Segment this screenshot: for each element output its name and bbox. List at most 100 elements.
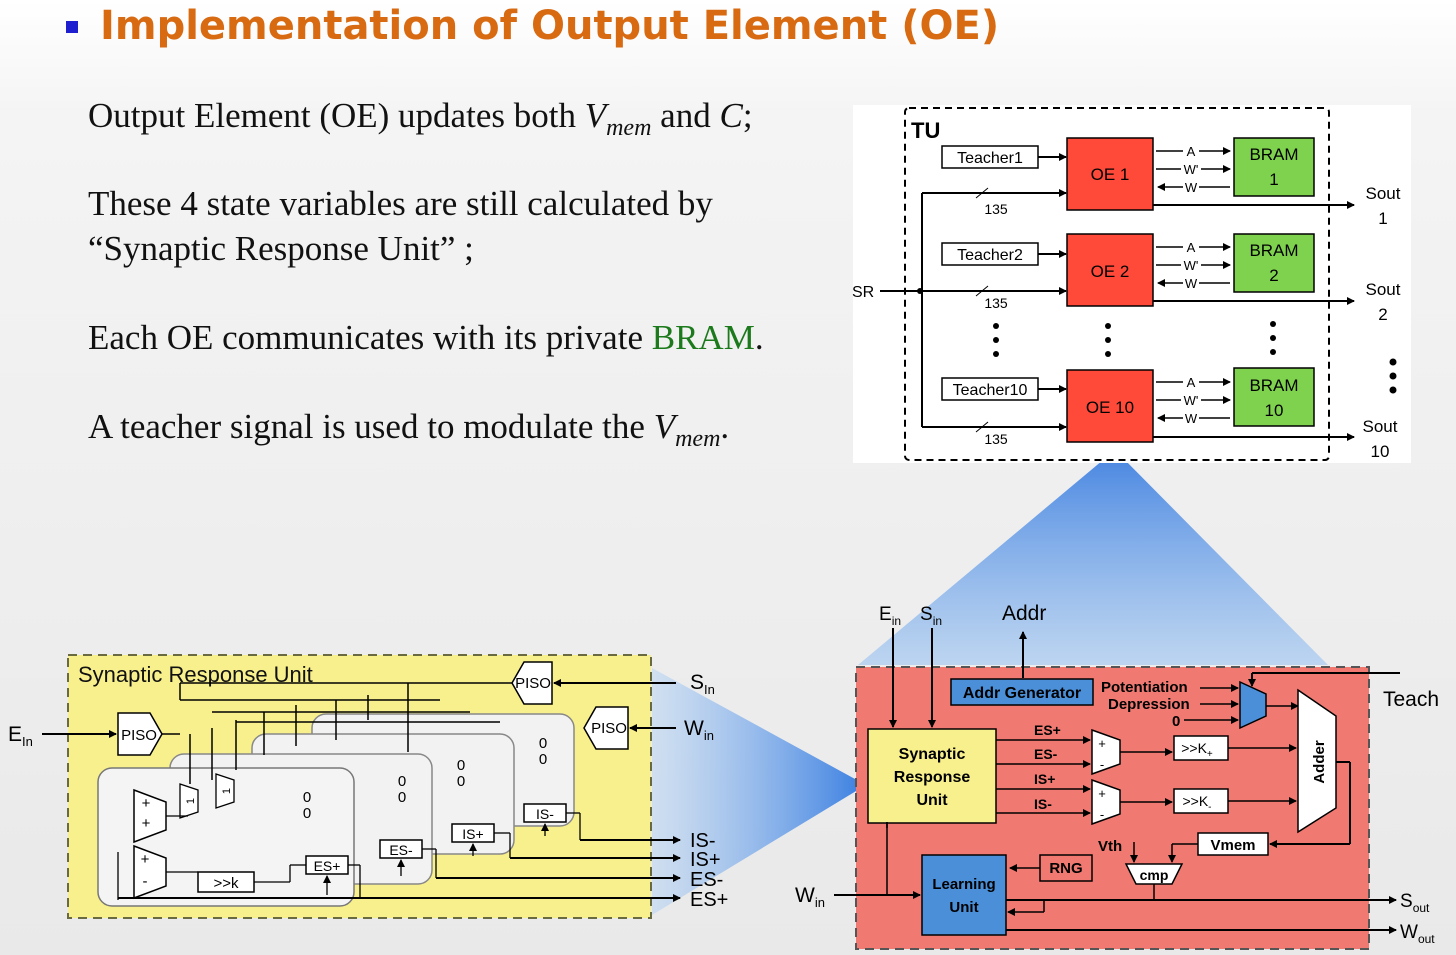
sout-number: 10 [1371,442,1390,461]
p1-end: ; [742,96,753,135]
zoom-fan-left [652,668,866,915]
adder-block [1297,688,1337,834]
svg-text:+: + [141,851,150,868]
sru-diagram: Synaptic Response Unit PISO SIn PISO Win… [8,654,728,919]
sout-number: 2 [1378,305,1387,324]
out-es-minus: ES- [690,869,723,891]
subtractor-es [1091,728,1121,776]
tu-diagram: TU SR Teacher1 135 OE 1 BRAM 1 A W' W [852,105,1411,463]
bram-box [1233,137,1315,197]
adder-top [133,788,167,844]
bus-width: 135 [984,201,1008,217]
addr-label: Addr [1002,602,1046,625]
svg-text:+: + [142,795,151,812]
slide-title: Implementation of Output Element (OE) [100,3,1000,49]
arrow-wp: W' [1184,393,1199,408]
bram-label: BRAM [1249,241,1298,260]
shift-label: >>k [213,875,239,892]
piso-e-label: PISO [121,727,157,744]
teach-label: Teach [1383,688,1439,711]
w-out-label: Wout [1400,922,1435,946]
zero-label: 0 [1172,713,1180,730]
svg-text:Response: Response [894,769,971,786]
arrow-a: A [1187,144,1196,159]
svg-text:IS+: IS+ [1034,771,1055,787]
paragraph-1: Output Element (OE) updates both Vmem an… [88,96,753,142]
tu-row-2: Teacher2 135 OE 2 BRAM 2 A W' W Sout 2 [922,233,1401,324]
oe-box [1066,137,1154,211]
ellipsis-dots [993,321,1397,394]
paragraph-2-line-2: “Synaptic Response Unit” ; [88,229,474,268]
cmp-label: cmp [1140,867,1169,883]
oe-box [1066,233,1154,307]
vmem-label: Vmem [1210,837,1255,854]
svg-text:Unit: Unit [949,899,978,916]
out-is-minus: IS- [690,830,716,852]
s-in-label: SIn [690,671,715,697]
w-in-label: Win [684,717,714,743]
paragraph-2-line-1: These 4 state variables are still calcul… [88,184,713,223]
svg-text:1: 1 [221,788,233,794]
p3-text: Each OE communicates with its private [88,318,652,357]
bram-word: BRAM [651,318,755,357]
cmp-block [1124,863,1184,885]
bram-number: 2 [1269,266,1278,285]
piso-s-label: PISO [515,675,551,692]
bram-label: BRAM [1249,376,1298,395]
tu-label: TU [911,118,940,143]
teach-mux [1239,680,1267,730]
zero: 0 [398,789,406,806]
svg-text:>>K-: >>K- [1182,793,1211,813]
vmem-sub-2: mem [675,426,721,452]
bullet-icon [66,21,78,33]
oe-box [1066,369,1154,443]
svg-text:-: - [143,873,148,890]
dep-label: Depression [1108,696,1190,713]
teacher-label: Teacher1 [957,150,1023,167]
bram-number: 1 [1269,170,1278,189]
tu-border [904,107,1330,461]
arrow-a: A [1187,240,1196,255]
sout-label: Sout [1366,280,1401,299]
vmem-sub: mem [606,115,652,141]
teacher-label: Teacher2 [957,247,1023,264]
oe-label: OE 2 [1091,262,1130,281]
p1-mid: and [651,96,720,135]
teacher-label: Teacher10 [953,382,1028,399]
arrow-a: A [1187,375,1196,390]
bus-width: 135 [984,295,1008,311]
zero: 0 [457,757,465,774]
out-is-plus: IS+ [690,849,721,871]
c-var: C [719,96,743,135]
adder-bottom [133,844,167,900]
title-row: Implementation of Output Element (OE) [66,0,999,52]
sout-label: Sout [1366,184,1401,203]
zero: 0 [457,773,465,790]
bus-width: 135 [984,431,1008,447]
svg-text:>>K+: >>K+ [1181,740,1213,760]
svg-text:-: - [1100,757,1104,772]
rng-label: RNG [1049,860,1082,877]
svg-text:-: - [1100,807,1104,822]
svg-text:+: + [142,815,151,832]
sr-label: SR [852,284,874,301]
arrow-w: W [1185,180,1198,195]
paragraph-3: Each OE communicates with its private BR… [88,318,764,358]
pot-label: Potentiation [1101,679,1188,696]
shift-kplus-box [1173,735,1229,761]
p1-text: Output Element (OE) updates both [88,96,585,135]
piso-w [583,706,629,750]
arrow-wp: W' [1184,162,1199,177]
svg-text:+: + [1098,736,1106,751]
piso-e [117,712,163,756]
vth-label: Vth [1098,838,1122,855]
zero: 0 [539,735,547,752]
arrow-w: W [1185,411,1198,426]
w-in-label: Win [795,884,825,910]
sout-number: 1 [1378,209,1387,228]
e-in-label: Ein [879,604,901,628]
vmem-var: V [584,96,607,135]
svg-text:ES-: ES- [389,842,413,858]
e-in-label: EIn [8,723,33,749]
